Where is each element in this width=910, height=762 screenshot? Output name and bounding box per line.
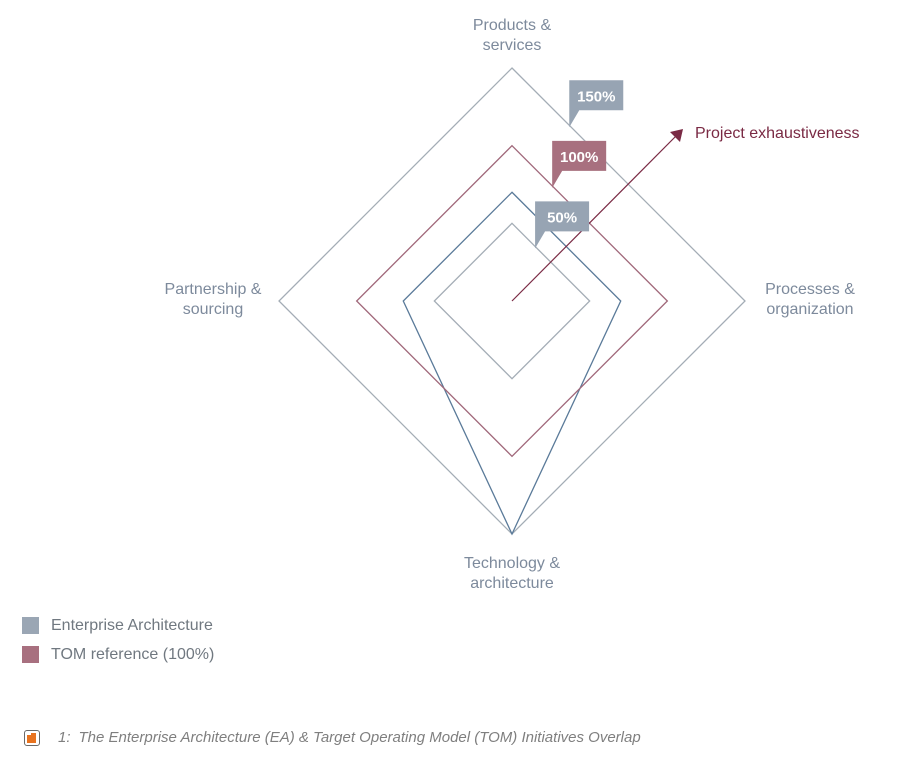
caption-text: The Enterprise Architecture (EA) & Targe… (78, 729, 641, 746)
level-badge-150 (569, 80, 624, 128)
axis-label-top: Products &services (473, 17, 552, 54)
legend-swatch-enterprise-architecture (22, 617, 39, 634)
legend-swatch-tom-reference (22, 646, 39, 663)
level-badge-label-100: 100% (560, 149, 598, 166)
axis-label-left: Partnership &sourcing (165, 281, 262, 318)
legend-label-enterprise-architecture: Enterprise Architecture (51, 616, 213, 634)
exhaustiveness-arrow-head (670, 129, 683, 142)
axis-label-bottom: Technology &architecture (464, 555, 560, 592)
level-badge-100 (552, 140, 607, 188)
axis-label-right: Processes &organization (765, 281, 855, 318)
figure-caption: 1: The Enterprise Architecture (EA) & Ta… (24, 729, 641, 746)
exhaustiveness-arrow-line (511, 134, 678, 302)
level-badge-label-50: 50% (547, 209, 577, 226)
exhaustiveness-arrow-label: Project exhaustiveness (695, 125, 860, 142)
chart-icon (24, 729, 40, 746)
grid-ring-50 (433, 222, 591, 380)
legend-label-tom-reference: TOM reference (100%) (51, 645, 215, 663)
series-polygon-enterprise-architecture (402, 191, 622, 536)
caption-number: 1: (58, 729, 71, 746)
legend-item-tom-reference: TOM reference (100%) (22, 640, 214, 669)
level-badge-label-150: 150% (577, 88, 615, 105)
legend-item-enterprise-architecture: Enterprise Architecture (22, 611, 214, 640)
series-polygon-tom-reference (355, 144, 669, 458)
chart-legend: Enterprise Architecture TOM reference (1… (22, 611, 214, 669)
level-badge-50 (535, 201, 590, 249)
